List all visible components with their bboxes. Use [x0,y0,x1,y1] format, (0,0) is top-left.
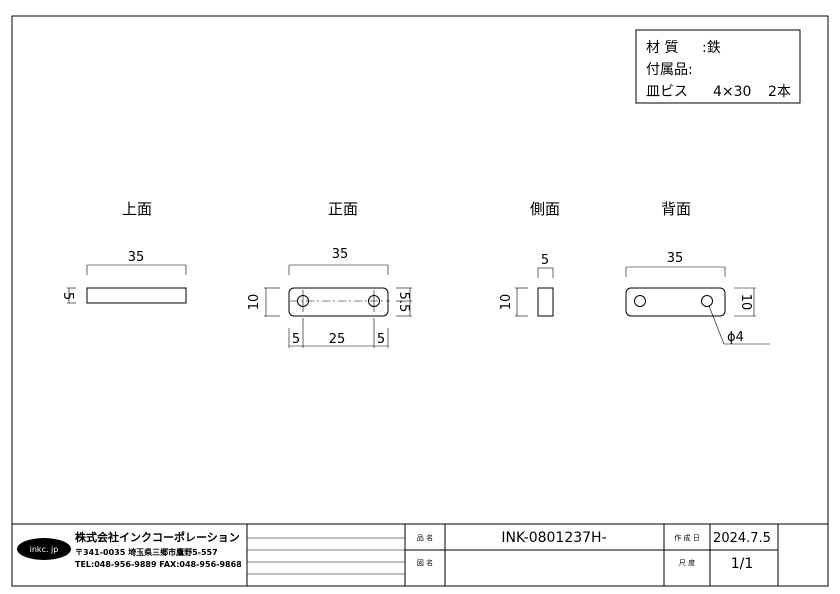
scale-label: 尺 度 [679,558,695,567]
back-hole-left [634,295,646,307]
date-label: 作 成 日 [674,533,699,542]
front-hole-y-dim: 5.5 [396,292,411,313]
view-title-front: 正面 [328,200,358,218]
title-block: inkc. jp 株式会社インクコーポレーション 〒341-0035 埼玉県三郷… [11,523,829,587]
back-width-dim: 35 [667,251,684,266]
back-height-dim: 10 [738,294,753,311]
front-edge-right-dim: 5 [377,332,385,347]
company-logo [17,538,71,560]
drawing-name-label: 図 名 [417,558,433,567]
top-width-dim: 35 [128,250,145,265]
front-edge-left-dim: 5 [292,332,300,347]
front-view-outline [288,287,389,317]
front-width-dim: 35 [332,247,349,262]
front-pitch-dim: 25 [329,332,346,347]
back-hole-right [701,295,713,307]
date-value: 2024.7.5 [713,531,771,546]
back-view: 35 10 ϕ4 [625,251,770,345]
spec-box: 材 質 :鉄 付属品: 皿ビス 4×30 2本 [635,29,801,104]
side-view: 5 10 [499,253,554,317]
back-hole-dim: ϕ4 [727,330,744,345]
material-label: 材 質 [646,40,678,56]
side-height-dim: 10 [499,294,514,311]
material-value: :鉄 [702,40,721,56]
side-width-dim: 5 [541,253,549,268]
screw-qty: 2本 [768,84,791,100]
side-view-outline [537,287,554,317]
sheet-border [11,15,829,587]
top-view-outline [86,287,187,304]
front-view: 35 10 5.5 5 25 5 [247,247,412,348]
screw-value: 4×30 [713,84,751,100]
view-title-side: 側面 [530,200,560,218]
company-address: 〒341-0035 埼玉県三郷市鷹野5-557 [75,547,218,557]
back-view-outline [625,287,726,317]
accessory-label: 付属品: [646,62,693,78]
top-height-dim: 5 [60,292,75,300]
part-name-label: 品 名 [417,533,433,542]
front-height-dim: 10 [247,294,262,311]
view-title-top: 上面 [122,200,152,218]
scale-value: 1/1 [731,556,754,572]
part-name: INK-0801237H- [501,530,606,546]
company-contact: TEL:048-956-9889 FAX:048-956-9868 [75,560,242,569]
view-title-back: 背面 [661,200,691,218]
screw-label: 皿ビス [646,84,688,100]
company-name: 株式会社インクコーポレーション [75,530,240,544]
company-logo-text: inkc. jp [30,545,59,554]
top-view: 35 5 [60,250,187,304]
